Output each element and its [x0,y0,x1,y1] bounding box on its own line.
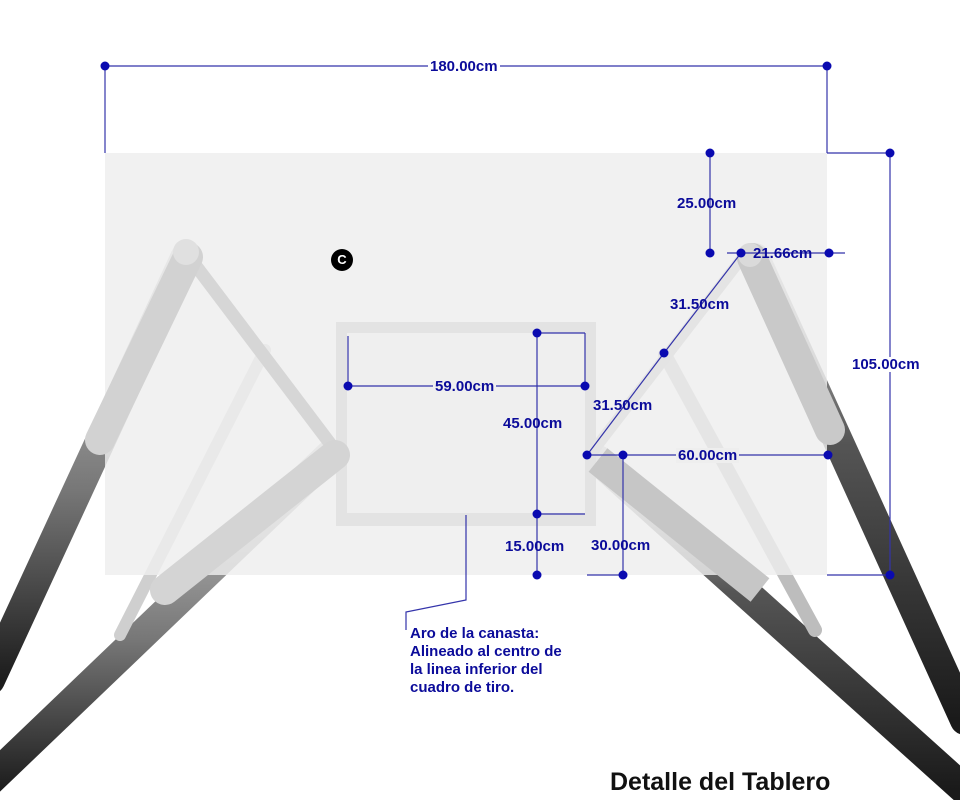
note-line: cuadro de tiro. [410,679,515,695]
dim-square-bottom-margin: 15.00cm [505,538,565,555]
dim-top-bar-overhang: 21.66cm [753,245,813,262]
dim-top-offset: 25.00cm [677,195,737,212]
note-line: Alineado al centro de [410,643,562,660]
hoop-note: Aro de la canasta: Alineado al centro de… [410,625,600,695]
dim-square-height: 45.00cm [503,415,563,432]
dim-square-width: 59.00cm [433,378,497,395]
dim-lower-bar-to-edge: 60.00cm [676,447,740,464]
shooting-square [336,322,596,526]
dim-diagonal-upper: 31.50cm [670,296,730,313]
c-marker-icon: C [331,249,353,271]
dim-lower-bar-height: 30.00cm [591,537,651,554]
diagram-title: Detalle del Tablero [610,768,831,796]
dimension-points [100,61,895,580]
dim-total-height: 105.00cm [852,356,920,373]
note-line: Aro de la canasta: [410,625,540,642]
dim-total-width: 180.00cm [428,58,500,75]
dim-diagonal-lower: 31.50cm [593,397,653,414]
note-line: la linea inferior del [410,661,543,678]
